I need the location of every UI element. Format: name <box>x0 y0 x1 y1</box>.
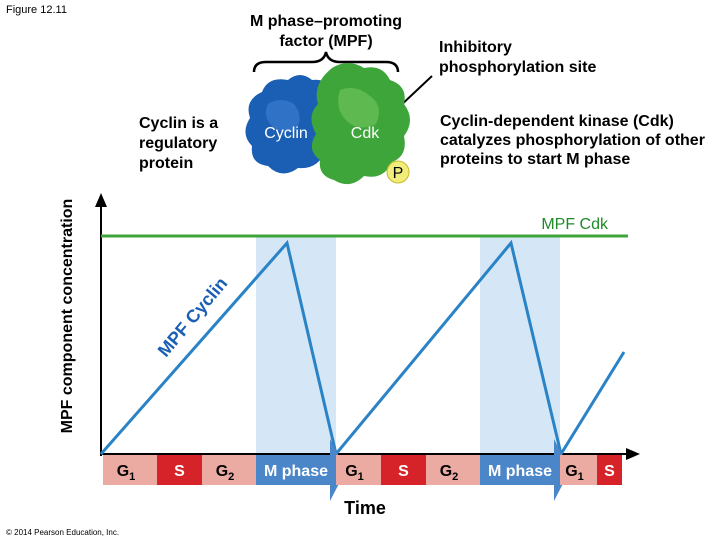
m-phase-band-2 <box>480 236 560 454</box>
phase-segment <box>202 455 256 485</box>
cdk-description: Cyclin-dependent kinase (Cdk) catalyzes … <box>440 113 705 168</box>
cdk-highlight <box>338 88 379 128</box>
phase-label: S <box>174 463 185 480</box>
mpf-title: M phase–promoting factor (MPF) <box>249 13 402 50</box>
x-axis-label: Time <box>344 498 386 518</box>
phase-subscript: 2 <box>452 471 458 483</box>
cyclin-highlight <box>265 100 300 133</box>
cyclin-regulatory-label: Cyclin is a regulatory protein <box>139 115 219 172</box>
phase-subscript: 1 <box>129 471 135 483</box>
cyclin-line-label: MPF Cyclin <box>154 273 232 360</box>
cyclin-line <box>99 239 626 458</box>
phase-label: S <box>398 463 409 480</box>
y-axis-arrowhead <box>95 193 107 207</box>
phase-segment <box>426 455 480 485</box>
inhibitory-site-label: Inhibitory phosphorylation site <box>439 39 597 76</box>
phase-segment <box>157 455 202 485</box>
figure-label: Figure 12.11 <box>6 4 67 16</box>
phase-subscript: 1 <box>358 471 364 483</box>
phase-subscript: 1 <box>578 471 584 483</box>
phase-label: M phase <box>488 463 552 480</box>
phase-segment <box>381 455 426 485</box>
copyright: © 2014 Pearson Education, Inc. <box>6 528 120 537</box>
m-phase-band-1 <box>256 236 336 454</box>
cdk-line-label: MPF Cdk <box>541 216 609 233</box>
mpf-brace <box>252 51 400 73</box>
phase-segment <box>560 455 597 485</box>
phase-subscript: 2 <box>228 471 234 483</box>
phase-label: M phase <box>264 463 328 480</box>
phase-segment <box>336 455 381 485</box>
phase-segment <box>480 439 570 501</box>
phase-segment <box>256 439 346 501</box>
x-axis-arrowhead <box>626 448 640 460</box>
phase-label: S <box>604 463 615 480</box>
phase-segment <box>103 455 157 485</box>
phase-segment <box>597 455 622 485</box>
cyclin-molecule-label: Cyclin <box>264 125 308 142</box>
phosphate-label: P <box>393 165 404 182</box>
phosphate-group <box>386 160 410 184</box>
cdk-molecule-label: Cdk <box>351 125 380 142</box>
